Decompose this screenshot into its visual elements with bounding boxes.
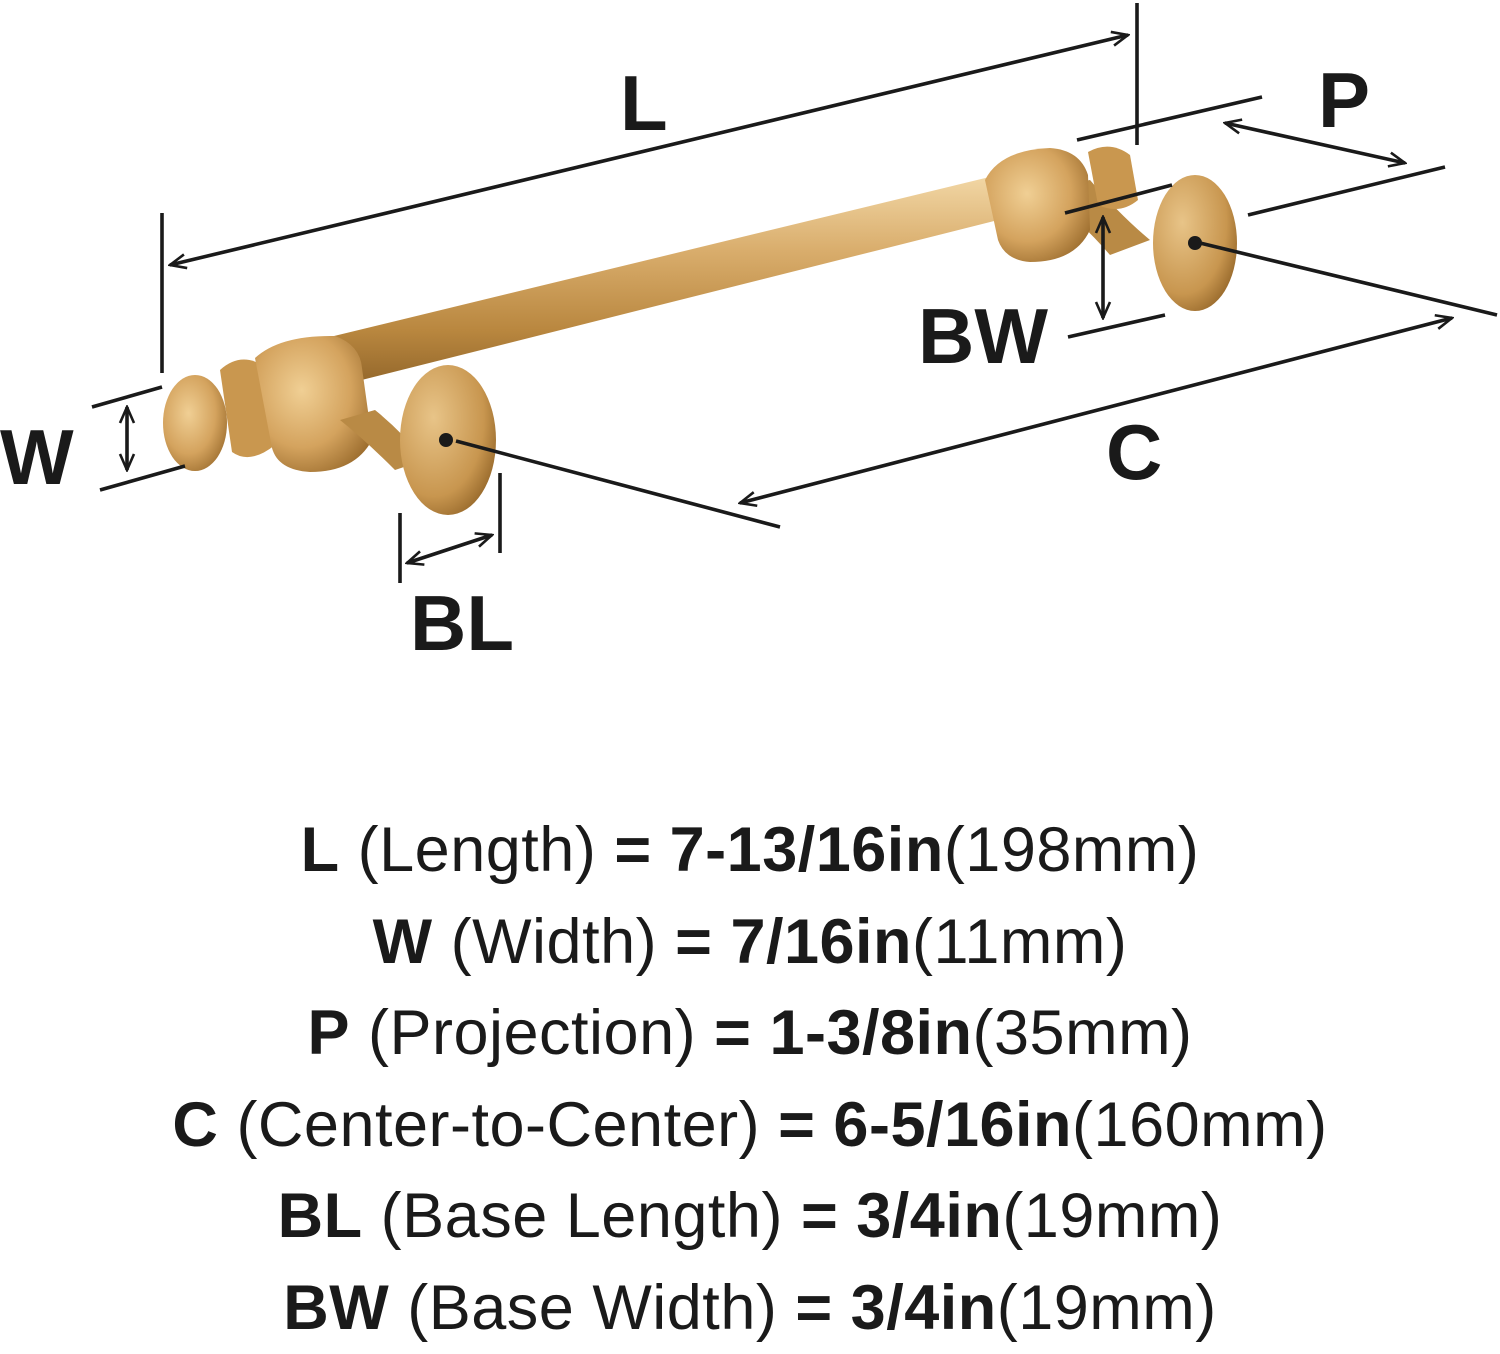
spec-row-projection: P (Projection) = 1-3/8in(35mm) [0, 988, 1500, 1080]
spec-equals: = [614, 815, 651, 885]
spec-key: W [373, 907, 433, 977]
pull-dimension-diagram: L P W BW C BL [0, 0, 1500, 740]
spec-metric: (11mm) [912, 907, 1127, 977]
p-extension-back [1077, 97, 1262, 140]
spec-row-center-to-center: C (Center-to-Center) = 6-5/16in(160mm) [0, 1080, 1500, 1172]
p-extension-front [1248, 167, 1445, 215]
bw-extension-bottom [1068, 315, 1165, 337]
dimension-labels: L P W BW C BL [0, 56, 1370, 667]
cabinet-pull-illustration [163, 147, 1237, 515]
spec-name: (Projection) [368, 998, 696, 1068]
w-extension-bottom [100, 466, 185, 490]
spec-imperial: 1-3/8in [769, 998, 972, 1068]
dimension-lines [92, 3, 1497, 583]
label-l: L [620, 59, 668, 147]
spec-equals: = [778, 1090, 815, 1160]
spec-imperial: 7/16in [730, 907, 912, 977]
label-bl: BL [410, 579, 514, 667]
label-p: P [1318, 56, 1370, 144]
spec-imperial: 3/4in [856, 1181, 1002, 1251]
spec-equals: = [795, 1273, 832, 1343]
spec-key: P [307, 998, 350, 1068]
spec-row-base-length: BL (Base Length) = 3/4in(19mm) [0, 1171, 1500, 1263]
left-end-cap [163, 375, 227, 471]
spec-equals: = [714, 998, 751, 1068]
spec-metric: (160mm) [1072, 1090, 1328, 1160]
bl-dimension-arrow [407, 535, 492, 563]
label-c: C [1106, 408, 1162, 496]
spec-imperial: 7-13/16in [670, 815, 944, 885]
spec-equals: = [801, 1181, 838, 1251]
spec-imperial: 3/4in [851, 1273, 997, 1343]
c-extension-left [456, 441, 780, 527]
spec-metric: (198mm) [944, 815, 1200, 885]
spec-imperial: 6-5/16in [833, 1090, 1072, 1160]
spec-metric: (19mm) [997, 1273, 1217, 1343]
spec-key: BL [278, 1181, 363, 1251]
spec-key: L [301, 815, 340, 885]
label-bw: BW [918, 292, 1048, 380]
right-ornament [985, 148, 1090, 262]
spec-metric: (35mm) [973, 998, 1193, 1068]
spec-equals: = [675, 907, 712, 977]
spec-name: (Base Length) [381, 1181, 783, 1251]
left-ornament [255, 336, 372, 472]
spec-row-width: W (Width) = 7/16in(11mm) [0, 897, 1500, 989]
c-dimension-arrow [740, 318, 1452, 503]
spec-name: (Base Width) [407, 1273, 777, 1343]
c-extension-right [1200, 243, 1497, 315]
spec-name: (Width) [451, 907, 658, 977]
left-screw-hole [439, 433, 453, 447]
pull-bar [268, 172, 1030, 398]
spec-name: (Center-to-Center) [236, 1090, 760, 1160]
right-screw-hole [1188, 236, 1202, 250]
w-extension-top [92, 387, 162, 407]
dimension-spec-list: L (Length) = 7-13/16in(198mm) W (Width) … [0, 805, 1500, 1354]
spec-metric: (19mm) [1002, 1181, 1222, 1251]
spec-row-base-width: BW (Base Width) = 3/4in(19mm) [0, 1263, 1500, 1354]
spec-key: BW [283, 1273, 389, 1343]
spec-name: (Length) [358, 815, 597, 885]
spec-row-length: L (Length) = 7-13/16in(198mm) [0, 805, 1500, 897]
label-w: W [0, 413, 74, 501]
p-dimension-arrow [1225, 123, 1405, 163]
spec-key: C [172, 1090, 218, 1160]
